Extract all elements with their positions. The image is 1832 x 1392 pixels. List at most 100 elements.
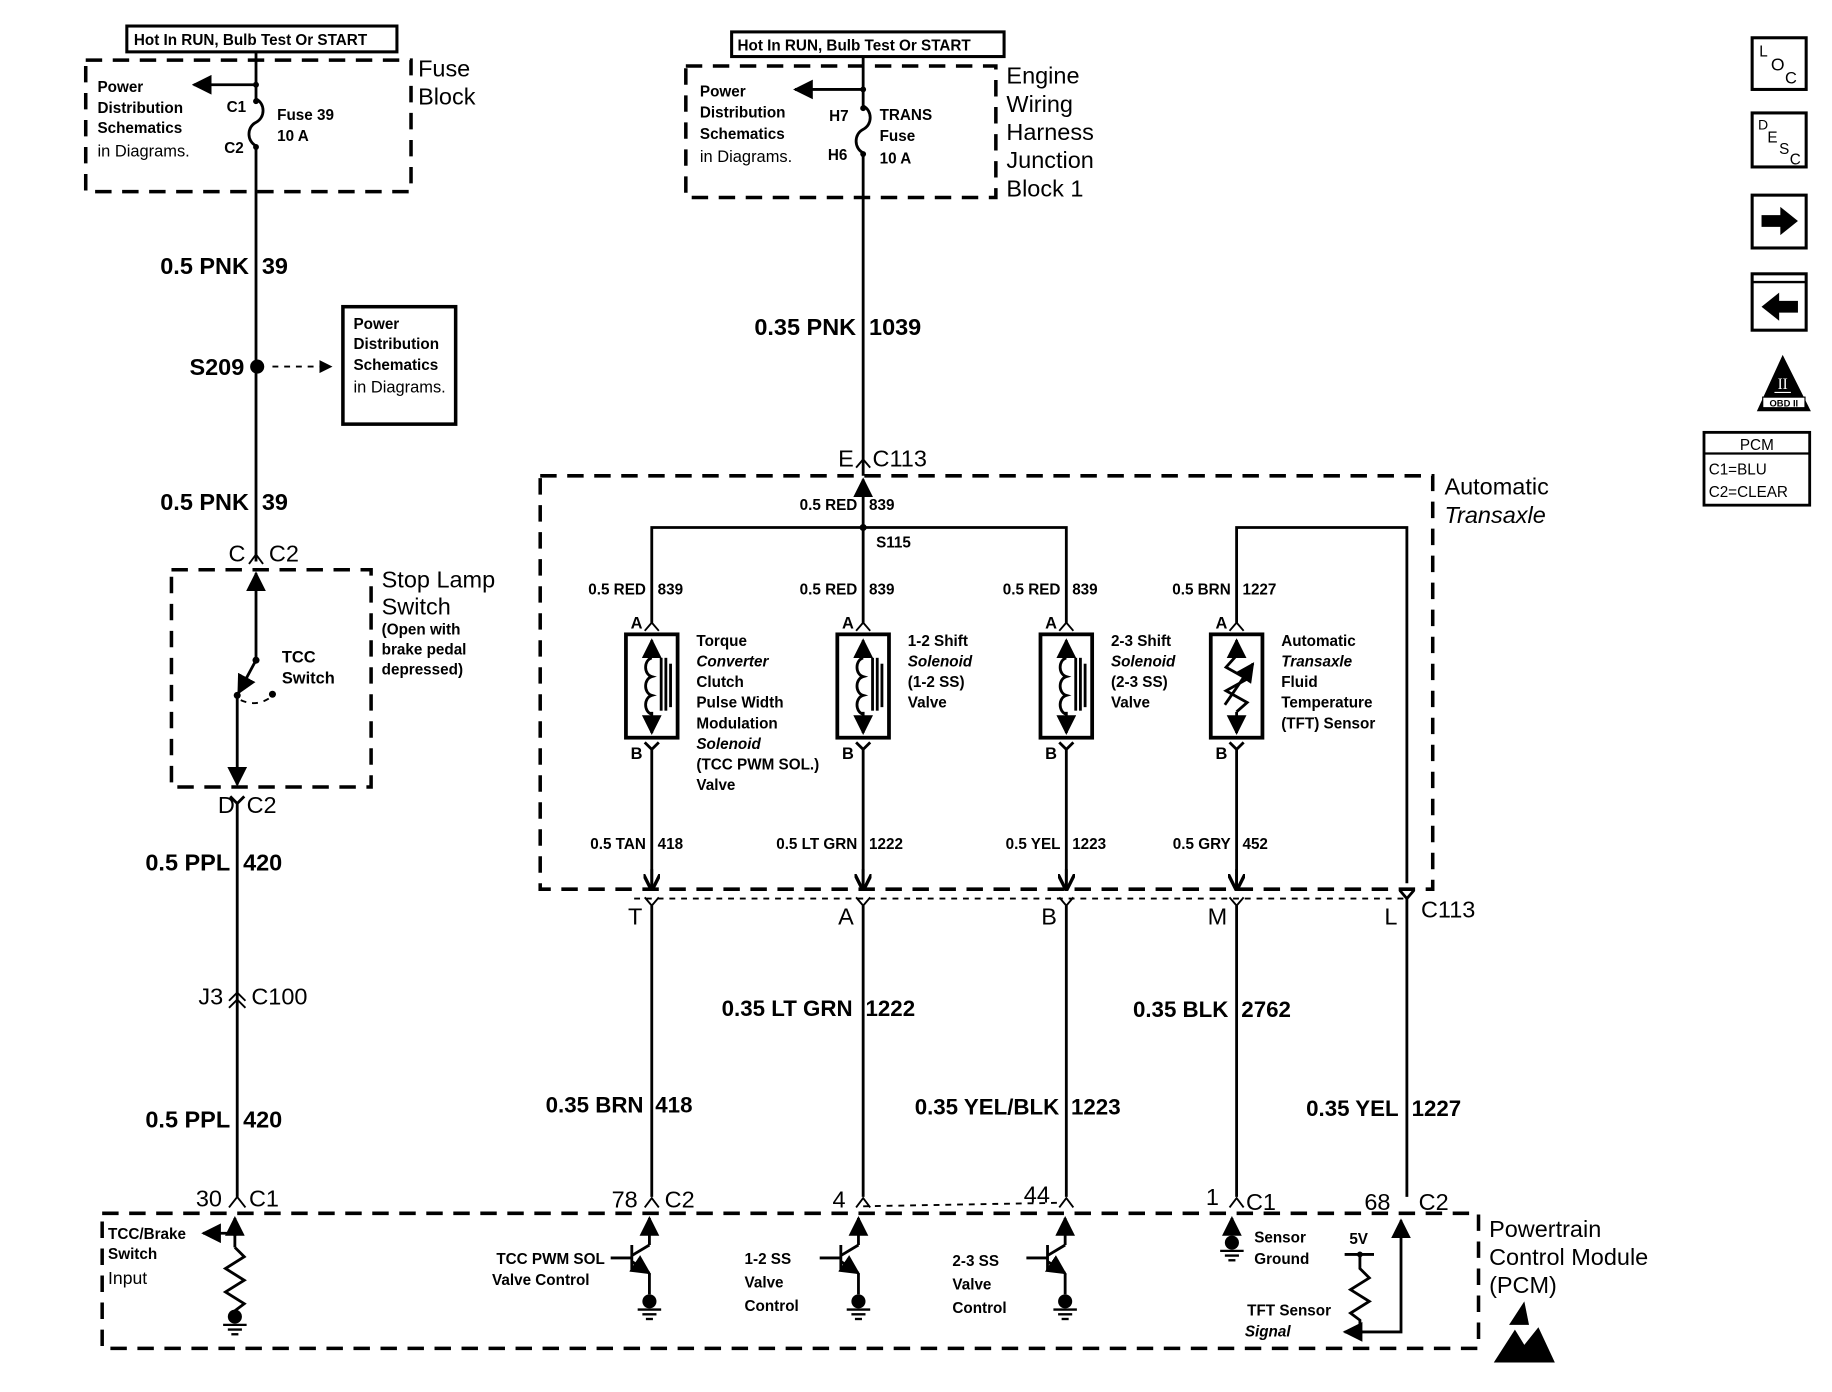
switch-link <box>240 696 271 705</box>
wire-label: 0.5 GRY <box>1173 836 1231 853</box>
connector-pin: J3 <box>198 983 223 1009</box>
fuse-label: TRANS <box>880 107 933 124</box>
connector-label: C2 <box>247 792 277 818</box>
pcm-connector: C2 <box>1419 1189 1449 1215</box>
obd-ii-label: OBD II <box>1770 398 1799 409</box>
junction-block-boundary <box>684 64 998 200</box>
wire-label: 0.35 YEL <box>1306 1096 1399 1121</box>
solenoid-coil-icon <box>1058 656 1072 716</box>
circuit-number: 1222 <box>866 996 916 1021</box>
junction-block: Hot In RUN, Bulb Test Or START Engine Wi… <box>684 30 1094 201</box>
wire-label: 0.35 LT GRN <box>722 996 853 1021</box>
obd-ii-numeral: II <box>1778 376 1788 393</box>
desc-icon[interactable] <box>1750 111 1808 169</box>
wire-label: 0.5 BRN <box>1172 581 1230 598</box>
circuit-number: 418 <box>655 1092 692 1117</box>
pin-b-label: B <box>631 745 643 763</box>
power-dist-ref-line: Schematics <box>700 126 785 143</box>
pcm-boundary <box>100 1211 1481 1351</box>
previous-page-button[interactable] <box>1750 272 1808 332</box>
pcm-pin: 4 <box>832 1186 845 1212</box>
sensor-ground-label: Sensor <box>1254 1230 1306 1247</box>
circuit-number: 452 <box>1242 836 1267 853</box>
component-label: Valve <box>908 695 947 712</box>
desc-icon-letter: C <box>1790 152 1801 169</box>
hot-label-box <box>125 24 399 54</box>
fuse-rating: 10 A <box>277 128 309 145</box>
component-label: Torque <box>696 633 747 650</box>
thermistor-icon <box>1223 654 1251 713</box>
left-circuit: 0.5 PNK 39 S209 Power Distribution Schem… <box>145 146 495 1211</box>
component-label: (TCC PWM SOL.) <box>696 756 819 773</box>
stop-lamp-note: depressed) <box>382 661 463 678</box>
tft-signal-wire <box>1359 1218 1411 1334</box>
pcm-driver-label: Valve <box>745 1274 784 1291</box>
power-dist-ref-line: Schematics <box>97 120 182 137</box>
trans-fuse-symbol <box>854 104 872 155</box>
component-label: 2-3 Shift <box>1111 633 1171 650</box>
connector-c1 <box>228 1195 247 1209</box>
pin-a-label: A <box>631 614 643 632</box>
ss23-driver-transistor <box>1026 1216 1079 1321</box>
pcm-driver-label: TCC PWM SOL <box>496 1251 604 1268</box>
stop-lamp-title: Switch <box>382 593 451 619</box>
connector-pin: C <box>228 541 245 567</box>
connector-pin: D <box>218 792 235 818</box>
circuit-number: 1227 <box>1412 1096 1462 1121</box>
fuse-block-title-1: Fuse <box>418 56 470 82</box>
circuit-number: 2762 <box>1241 997 1291 1022</box>
connector-c2-female <box>248 552 264 565</box>
wire-label: 0.35 BLK <box>1133 997 1228 1022</box>
loc-icon-letter: C <box>1785 70 1797 88</box>
hot-label-box <box>730 30 1006 59</box>
power-dist-ref-line: Distribution <box>700 105 786 122</box>
loc-icon[interactable] <box>1750 36 1808 91</box>
fuse-block: Hot In RUN, Bulb Test Or START Fuse Bloc… <box>83 24 476 194</box>
pcm-driver-label: Control <box>745 1298 799 1315</box>
splice-ref-line: Power <box>353 316 399 333</box>
component-label: Pulse Width <box>696 695 783 712</box>
circuit-number: 839 <box>869 581 894 598</box>
connector-pin: E <box>838 445 854 471</box>
connector-pin-b <box>643 741 660 890</box>
ss12-driver-transistor <box>819 1216 872 1321</box>
component-label: Transaxle <box>1281 654 1352 671</box>
loc-icon-letter: L <box>1759 44 1767 61</box>
transaxle-title: Transaxle <box>1444 502 1545 528</box>
splice-ref-line: Distribution <box>353 336 439 353</box>
loc-icon-letter: O <box>1771 55 1785 75</box>
wire-label: 0.5 PPL <box>145 1107 230 1133</box>
next-page-button[interactable] <box>1750 193 1808 250</box>
connector-pin-b <box>855 741 872 890</box>
connector-label: C2 <box>269 541 299 567</box>
connector-pin-a <box>855 621 871 632</box>
fuse-pin-out: C2 <box>224 140 243 157</box>
ground-icon <box>1052 1293 1079 1321</box>
description-button[interactable]: D E S C <box>1750 111 1808 169</box>
solenoid-coil-icon <box>855 656 869 716</box>
pcm-input-label: Switch <box>108 1246 157 1263</box>
sensor-ground-label: Ground <box>1254 1251 1309 1268</box>
circuit-number: 1223 <box>1071 1095 1121 1120</box>
pcm-connector: C1 <box>249 1185 279 1211</box>
legend-title: PCM <box>1740 437 1774 454</box>
pcm-input-label: TCC/Brake <box>108 1226 186 1243</box>
connector-c100 <box>228 991 247 1009</box>
obd-ii-button[interactable]: II OBD II <box>1756 354 1811 412</box>
splice-s209 <box>250 359 265 374</box>
feed-circuit: 0.35 PNK 1039 E C113 <box>754 154 927 476</box>
desc-icon-letter: D <box>1758 116 1768 132</box>
component-label: Valve <box>1111 695 1150 712</box>
location-button[interactable]: L O C <box>1750 36 1808 91</box>
esd-warning-icon <box>1493 1301 1555 1363</box>
legend-c2: C2=CLEAR <box>1709 484 1788 501</box>
connector-pin-a <box>644 621 660 632</box>
junction-block-title: Junction <box>1006 147 1093 173</box>
resistor-icon <box>222 1246 247 1312</box>
stop-lamp-note: (Open with <box>382 621 461 638</box>
ground-icon <box>221 1308 248 1336</box>
component-label: Temperature <box>1281 695 1372 712</box>
